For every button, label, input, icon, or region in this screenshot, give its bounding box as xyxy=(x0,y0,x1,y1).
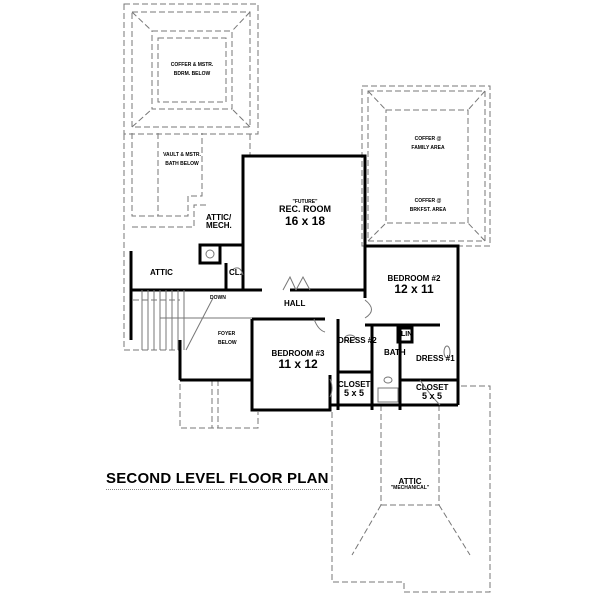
rec-room-label: "FUTURE" REC. ROOM 16 x 18 xyxy=(265,199,345,228)
label-line: FOYER xyxy=(218,331,236,337)
label-line: FAMILY AREA xyxy=(411,145,445,152)
label-line: BDRM. BELOW xyxy=(173,71,211,78)
label-line: BRKFST. AREA xyxy=(409,207,447,214)
closet-left-size: 5 x 5 xyxy=(343,388,365,399)
linen-label: LIN xyxy=(401,331,413,338)
bedroom-2-size: 12 x 11 xyxy=(394,282,434,297)
attic-mechanical-name: ATTIC xyxy=(398,477,422,486)
bedroom-2-label: BEDROOM #2 12 x 11 xyxy=(384,274,444,297)
closet-left-label: CLOSET 5 x 5 xyxy=(338,380,371,399)
bedroom-3-size: 11 x 12 xyxy=(278,357,318,372)
rec-room-note: "FUTURE" xyxy=(292,199,318,205)
closet-right-size: 5 x 5 xyxy=(421,391,443,402)
coffer-master-bedroom-label: COFFER & MSTR. BDRM. BELOW xyxy=(160,62,224,78)
dress-2-label: DRESS #2 xyxy=(338,336,377,345)
bedroom-2-name: BEDROOM #2 xyxy=(387,274,441,283)
rec-room-name: REC. ROOM xyxy=(278,204,331,215)
closet-right-label: CLOSET 5 x 5 xyxy=(416,383,449,402)
closet-cl-label: CL. xyxy=(229,268,242,277)
bedroom-3-name: BEDROOM #3 xyxy=(271,349,325,358)
plan-title: SECOND LEVEL FLOOR PLAN xyxy=(106,470,329,490)
label-line: BELOW xyxy=(218,340,237,347)
bath-label: BATH xyxy=(384,348,406,357)
coffer-family-label: COFFER @ FAMILY AREA xyxy=(396,136,460,152)
bedroom-3-label: BEDROOM #3 11 x 12 xyxy=(268,349,328,372)
attic-mechanical-label: ATTIC "MECHANICAL" xyxy=(390,477,430,492)
label-line: COFFER & MSTR. xyxy=(170,62,214,68)
coffer-breakfast-label: COFFER @ BRKFST. AREA xyxy=(396,198,460,214)
attic-mech-label: ATTIC/ MECH. xyxy=(206,213,232,231)
label-line: COFFER @ xyxy=(414,198,442,204)
label-line: COFFER @ xyxy=(414,136,442,142)
foyer-below-label: FOYER BELOW xyxy=(218,331,237,347)
closet-left-name: CLOSET xyxy=(338,380,371,389)
hall-label: HALL xyxy=(284,299,306,308)
vault-master-bath-label: VAULT & MSTR. BATH BELOW xyxy=(160,152,204,168)
attic-mechanical-note: "MECHANICAL" xyxy=(390,485,430,492)
label-line: BATH BELOW xyxy=(165,161,199,168)
rec-room-size: 16 x 18 xyxy=(284,213,326,228)
dress-1-label: DRESS #1 xyxy=(416,354,455,363)
label-line: MECH. xyxy=(206,221,232,231)
closet-right-name: CLOSET xyxy=(416,383,449,392)
label-line: VAULT & MSTR. xyxy=(163,152,201,158)
attic-label: ATTIC xyxy=(150,268,173,277)
label-line: ATTIC/ xyxy=(206,213,232,222)
stairs-down-label: DOWN xyxy=(210,295,226,301)
